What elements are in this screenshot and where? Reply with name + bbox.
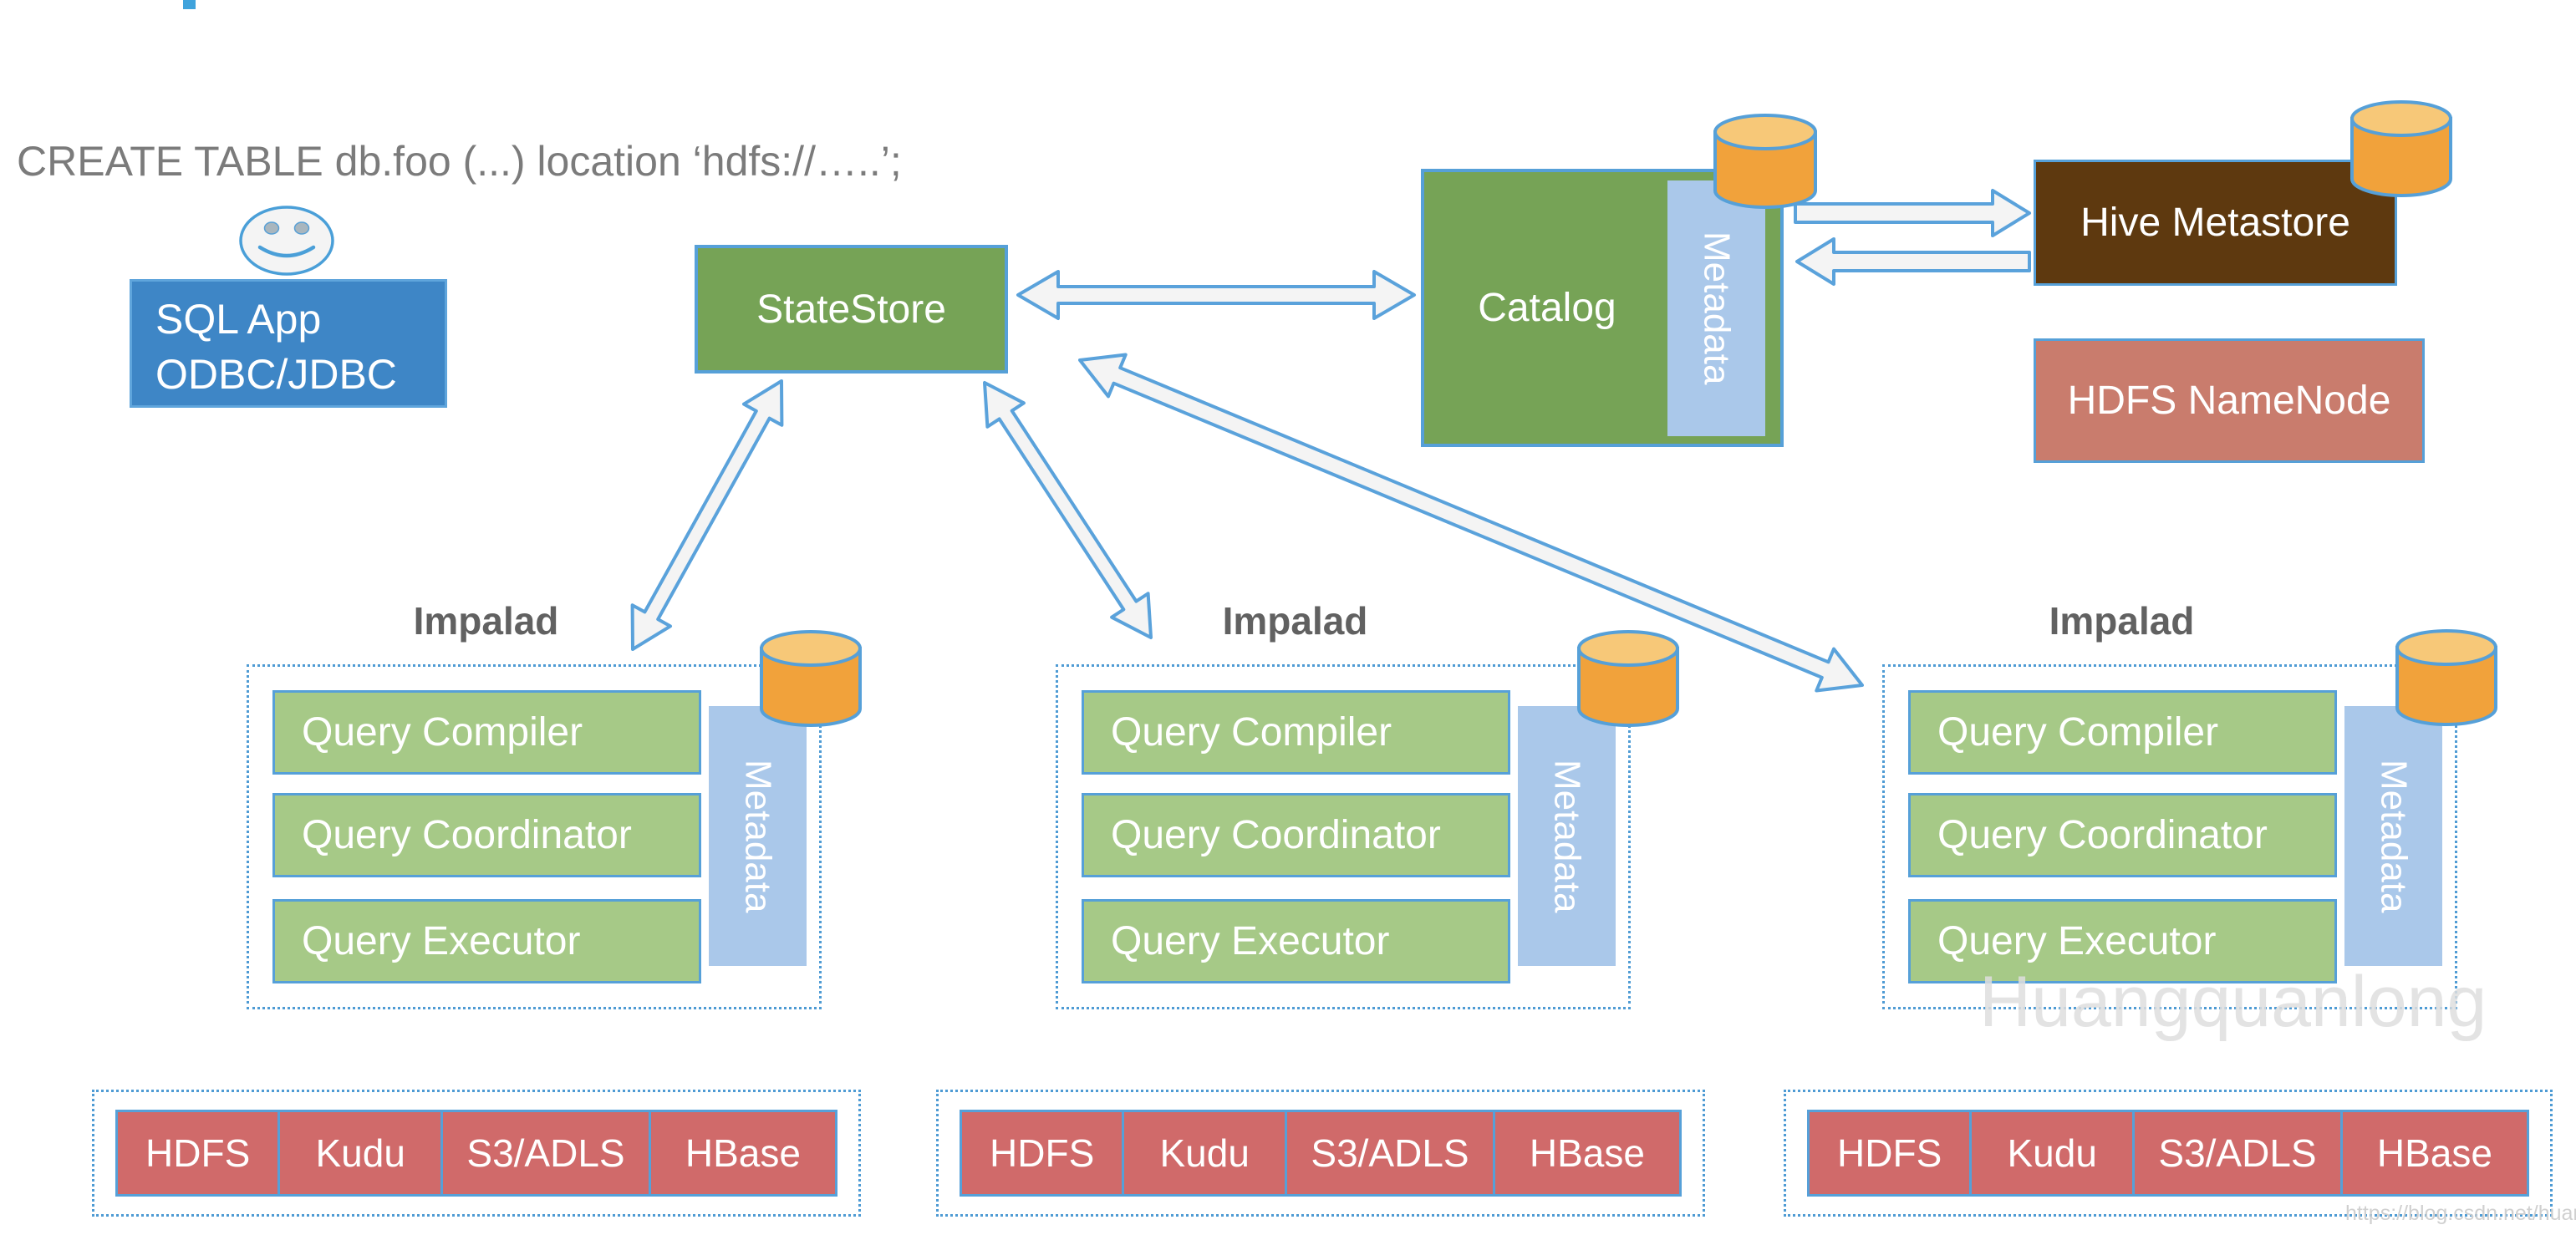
sql-app-label-line2: ODBC/JDBC [155, 351, 397, 398]
storage-cells: HDFS Kudu S3/ADLS HBase [960, 1110, 1682, 1197]
arrow-catalog-to-hive [1794, 189, 2031, 237]
impalad-group-3: Impalad Query Compiler Query Coordinator… [1882, 598, 2457, 1016]
query-coordinator-box: Query Coordinator [272, 793, 701, 877]
query-executor-box: Query Executor [272, 899, 701, 983]
sql-app-label-line1: SQL App [155, 296, 322, 343]
storage-row-3: HDFS Kudu S3/ADLS HBase [1784, 1090, 2553, 1217]
impalad-title: Impalad [1222, 599, 1368, 643]
smiley-right-eye [293, 221, 310, 235]
impalad-metadata-label: Metadata [2373, 759, 2415, 913]
query-coordinator-label: Query Coordinator [1111, 813, 1441, 857]
query-compiler-box: Query Compiler [1082, 690, 1510, 775]
catalog-metadata-label: Metadata [1696, 231, 1738, 385]
query-coordinator-box: Query Coordinator [1908, 793, 2337, 877]
impalad-title: Impalad [413, 599, 559, 643]
impalad-dotted-box: Query Compiler Query Coordinator Query E… [247, 664, 822, 1009]
impalad-dotted-box: Query Compiler Query Coordinator Query E… [1882, 664, 2457, 1009]
impalad-group-2: Impalad Query Compiler Query Coordinator… [1056, 598, 1631, 1016]
storage-cells: HDFS Kudu S3/ADLS HBase [115, 1110, 837, 1197]
impalad-group-1: Impalad Query Compiler Query Coordinator… [247, 598, 822, 1016]
storage-row-2: HDFS Kudu S3/ADLS HBase [936, 1090, 1705, 1217]
s3-adls-cell: S3/ADLS [1285, 1112, 1493, 1194]
hive-metastore-node: Hive Metastore [2034, 160, 2397, 286]
query-executor-box: Query Executor [1908, 899, 2337, 983]
query-compiler-label: Query Compiler [1937, 710, 2219, 755]
query-executor-label: Query Executor [1111, 919, 1390, 963]
hbase-cell: HBase [1492, 1112, 1679, 1194]
query-compiler-label: Query Compiler [1111, 710, 1392, 755]
impalad-metadata-label: Metadata [737, 759, 779, 913]
impalad-metadata-strip: Metadata [709, 706, 807, 966]
clipped-title-fragment [183, 0, 196, 9]
hbase-cell: HBase [2339, 1112, 2527, 1194]
hdfs-namenode-node: HDFS NameNode [2034, 338, 2425, 463]
catalog-node: Catalog Metadata [1421, 169, 1784, 447]
hive-metastore-label: Hive Metastore [2080, 201, 2350, 245]
statestore-label: StateStore [756, 287, 946, 332]
hdfs-cell: HDFS [990, 1131, 1095, 1175]
query-executor-label: Query Executor [302, 919, 581, 963]
impalad-dotted-box: Query Compiler Query Coordinator Query E… [1056, 664, 1631, 1009]
smiley-left-eye [263, 221, 280, 235]
query-coordinator-label: Query Coordinator [1937, 813, 2268, 857]
arrow-statestore-catalog [1016, 270, 1416, 320]
watermark-text: Huangquanlong [1979, 962, 2487, 1042]
arrow-hive-to-catalog [1795, 237, 2031, 286]
storage-row-1: HDFS Kudu S3/ADLS HBase [92, 1090, 861, 1217]
user-smiley-icon [239, 206, 334, 276]
impalad-title: Impalad [2049, 599, 2195, 643]
hbase-cell: HBase [648, 1112, 835, 1194]
catalog-metadata-strip: Metadata [1667, 180, 1765, 436]
query-compiler-label: Query Compiler [302, 710, 583, 755]
impalad-metadata-strip: Metadata [2344, 706, 2442, 966]
storage-cells: HDFS Kudu S3/ADLS HBase [1807, 1110, 2529, 1197]
kudu-cell: Kudu [1969, 1112, 2132, 1194]
kudu-cell: Kudu [1122, 1112, 1285, 1194]
hdfs-namenode-label: HDFS NameNode [2067, 379, 2391, 423]
kudu-cell: Kudu [277, 1112, 440, 1194]
query-compiler-box: Query Compiler [1908, 690, 2337, 775]
hdfs-cell: HDFS [145, 1131, 251, 1175]
impalad-metadata-label: Metadata [1546, 759, 1588, 913]
query-coordinator-box: Query Coordinator [1082, 793, 1510, 877]
impalad-metadata-strip: Metadata [1518, 706, 1616, 966]
sql-app-node: SQL App ODBC/JDBC [130, 279, 447, 408]
query-executor-label: Query Executor [1937, 919, 2217, 963]
smiley-mouth [257, 245, 316, 258]
query-coordinator-label: Query Coordinator [302, 813, 632, 857]
watermark-url: https://blog.csdn.net/huang_quanlong [2345, 1202, 2576, 1225]
hdfs-cell: HDFS [1837, 1131, 1942, 1175]
create-table-statement: CREATE TABLE db.foo (...) location ‘hdfs… [17, 138, 902, 185]
query-executor-box: Query Executor [1082, 899, 1510, 983]
query-compiler-box: Query Compiler [272, 690, 701, 775]
catalog-label: Catalog [1478, 286, 1616, 330]
s3-adls-cell: S3/ADLS [2132, 1112, 2340, 1194]
s3-adls-cell: S3/ADLS [440, 1112, 649, 1194]
statestore-node: StateStore [695, 245, 1008, 374]
